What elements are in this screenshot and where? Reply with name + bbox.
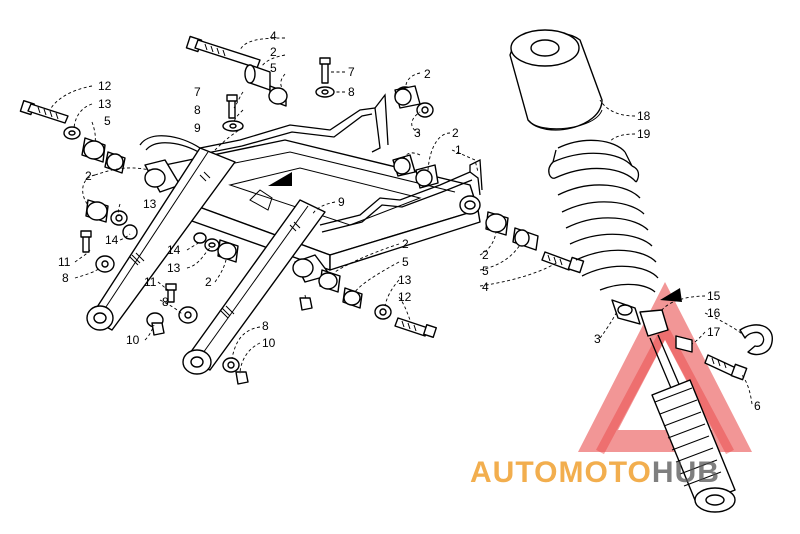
callout-14: 14 xyxy=(105,233,119,247)
callout-5: 5 xyxy=(482,264,489,278)
callout-17: 17 xyxy=(707,325,721,339)
callout-18: 18 xyxy=(637,109,651,123)
callout-13: 13 xyxy=(398,273,412,287)
callout-8: 8 xyxy=(194,103,201,117)
callout-5: 5 xyxy=(402,255,409,269)
callout-13: 13 xyxy=(143,197,157,211)
callout-3: 3 xyxy=(594,332,601,346)
bushings xyxy=(63,64,539,320)
watermark-part-1: AUTO xyxy=(470,456,558,489)
callout-15: 15 xyxy=(707,289,721,303)
svg-text:AUTOMOTOHUB: AUTOMOTOHUB xyxy=(470,456,720,489)
callout-5: 5 xyxy=(104,114,111,128)
callout-1: 1 xyxy=(455,143,462,157)
callout-19: 19 xyxy=(637,127,651,141)
callout-10: 10 xyxy=(262,336,276,350)
callout-12: 12 xyxy=(398,290,412,304)
callout-2: 2 xyxy=(402,237,409,251)
callout-12: 12 xyxy=(98,79,112,93)
bolt-12-right xyxy=(394,317,438,339)
front-arm xyxy=(86,147,236,331)
callout-6: 6 xyxy=(754,399,761,413)
callout-4: 4 xyxy=(482,280,489,294)
callout-9: 9 xyxy=(338,195,345,209)
callout-5: 5 xyxy=(270,61,277,75)
callout-4: 4 xyxy=(270,29,277,43)
callout-14: 14 xyxy=(167,243,181,257)
callout-8: 8 xyxy=(262,319,269,333)
callout-8: 8 xyxy=(62,271,69,285)
callout-2: 2 xyxy=(85,169,92,183)
callout-8: 8 xyxy=(348,85,355,99)
rear-arm xyxy=(182,199,326,375)
watermark-logo: AUTOMOTOHUB xyxy=(470,456,720,489)
callout-7: 7 xyxy=(194,85,201,99)
watermark-part-3: HUB xyxy=(652,456,720,489)
callout-3: 3 xyxy=(414,126,421,140)
callout-10: 10 xyxy=(126,333,140,347)
callout-16: 16 xyxy=(707,306,721,320)
callout-2: 2 xyxy=(482,248,489,262)
hardware-small xyxy=(80,57,335,385)
shock-direction-arrow-icon xyxy=(660,288,682,302)
shock-absorber xyxy=(509,29,773,513)
callout-13: 13 xyxy=(98,97,112,111)
callout-7: 7 xyxy=(348,65,355,79)
front-direction-arrow-icon xyxy=(268,172,292,186)
bolt-4-top xyxy=(185,35,261,69)
callout-2: 2 xyxy=(205,275,212,289)
callout-9: 9 xyxy=(194,121,201,135)
callout-2: 2 xyxy=(424,67,431,81)
callout-8: 8 xyxy=(162,295,169,309)
callout-2: 2 xyxy=(452,126,459,140)
callout-13: 13 xyxy=(167,261,181,275)
callout-2: 2 xyxy=(270,45,277,59)
callout-11: 11 xyxy=(58,255,71,269)
callout-11: 11 xyxy=(144,275,157,289)
bolt-12-left xyxy=(19,99,69,124)
bolt-4-right xyxy=(541,251,585,274)
callout-labels: 1 2 2 2 2 2 2 2 3 3 4 4 5 5 5 5 6 7 7 8 … xyxy=(58,29,761,413)
leader-lines xyxy=(49,37,753,405)
watermark-part-2: MOTO xyxy=(558,456,651,489)
